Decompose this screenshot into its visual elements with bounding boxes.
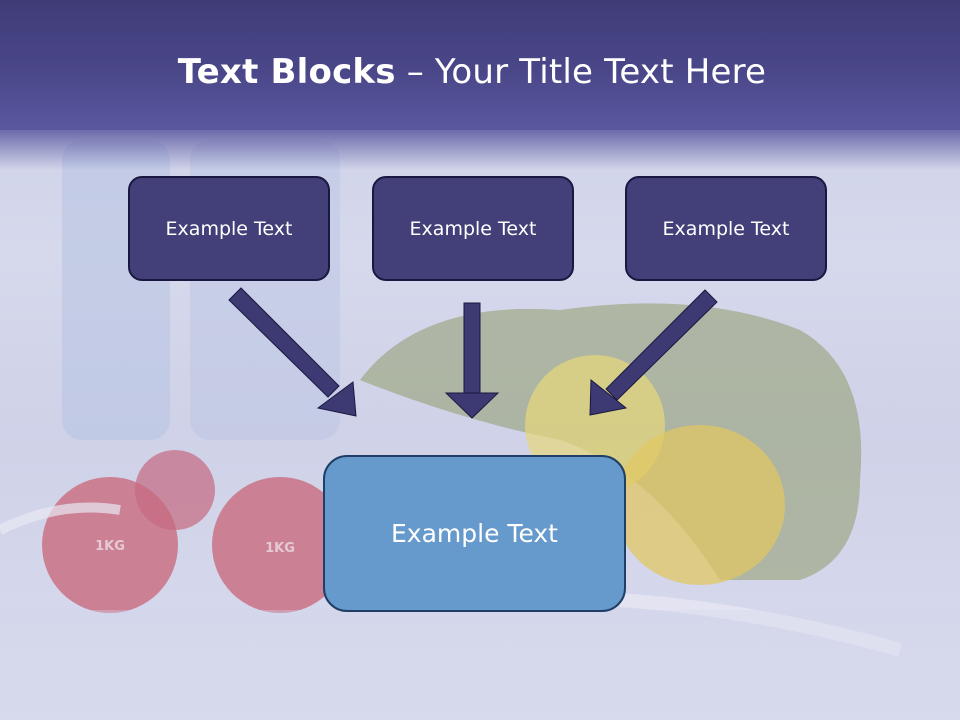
dumbbell-label-1: 1KG	[95, 539, 125, 554]
dumbbell-label-2: 1KG	[265, 541, 295, 556]
text-block-1-label: Example Text	[165, 217, 293, 240]
arrow-left	[228, 287, 357, 417]
slide-title-rest: Your Title Text Here	[434, 52, 767, 92]
text-block-main[interactable]: Example Text	[323, 455, 626, 612]
lemon	[615, 425, 785, 585]
text-block-3-label: Example Text	[662, 217, 790, 240]
title-bar-fade	[0, 130, 960, 170]
dumbbell-2	[212, 477, 348, 613]
text-block-2-label: Example Text	[409, 217, 537, 240]
slide-title-bold: Text Blocks	[177, 52, 396, 92]
text-block-main-label: Example Text	[391, 519, 558, 548]
text-block-3[interactable]: Example Text	[625, 176, 827, 281]
arrow-middle	[444, 302, 500, 419]
tape-measure-2	[619, 593, 902, 657]
text-block-2[interactable]: Example Text	[372, 176, 574, 281]
tape-measure	[0, 502, 121, 535]
title-bar	[0, 0, 960, 130]
dumbbell-1-back	[135, 450, 215, 530]
arrow-right	[589, 289, 718, 416]
slide-title: Text Blocks – Your Title Text Here	[0, 52, 944, 92]
slide-title-dash: –	[395, 52, 435, 92]
table-reflection	[0, 610, 960, 720]
text-block-1[interactable]: Example Text	[128, 176, 330, 281]
